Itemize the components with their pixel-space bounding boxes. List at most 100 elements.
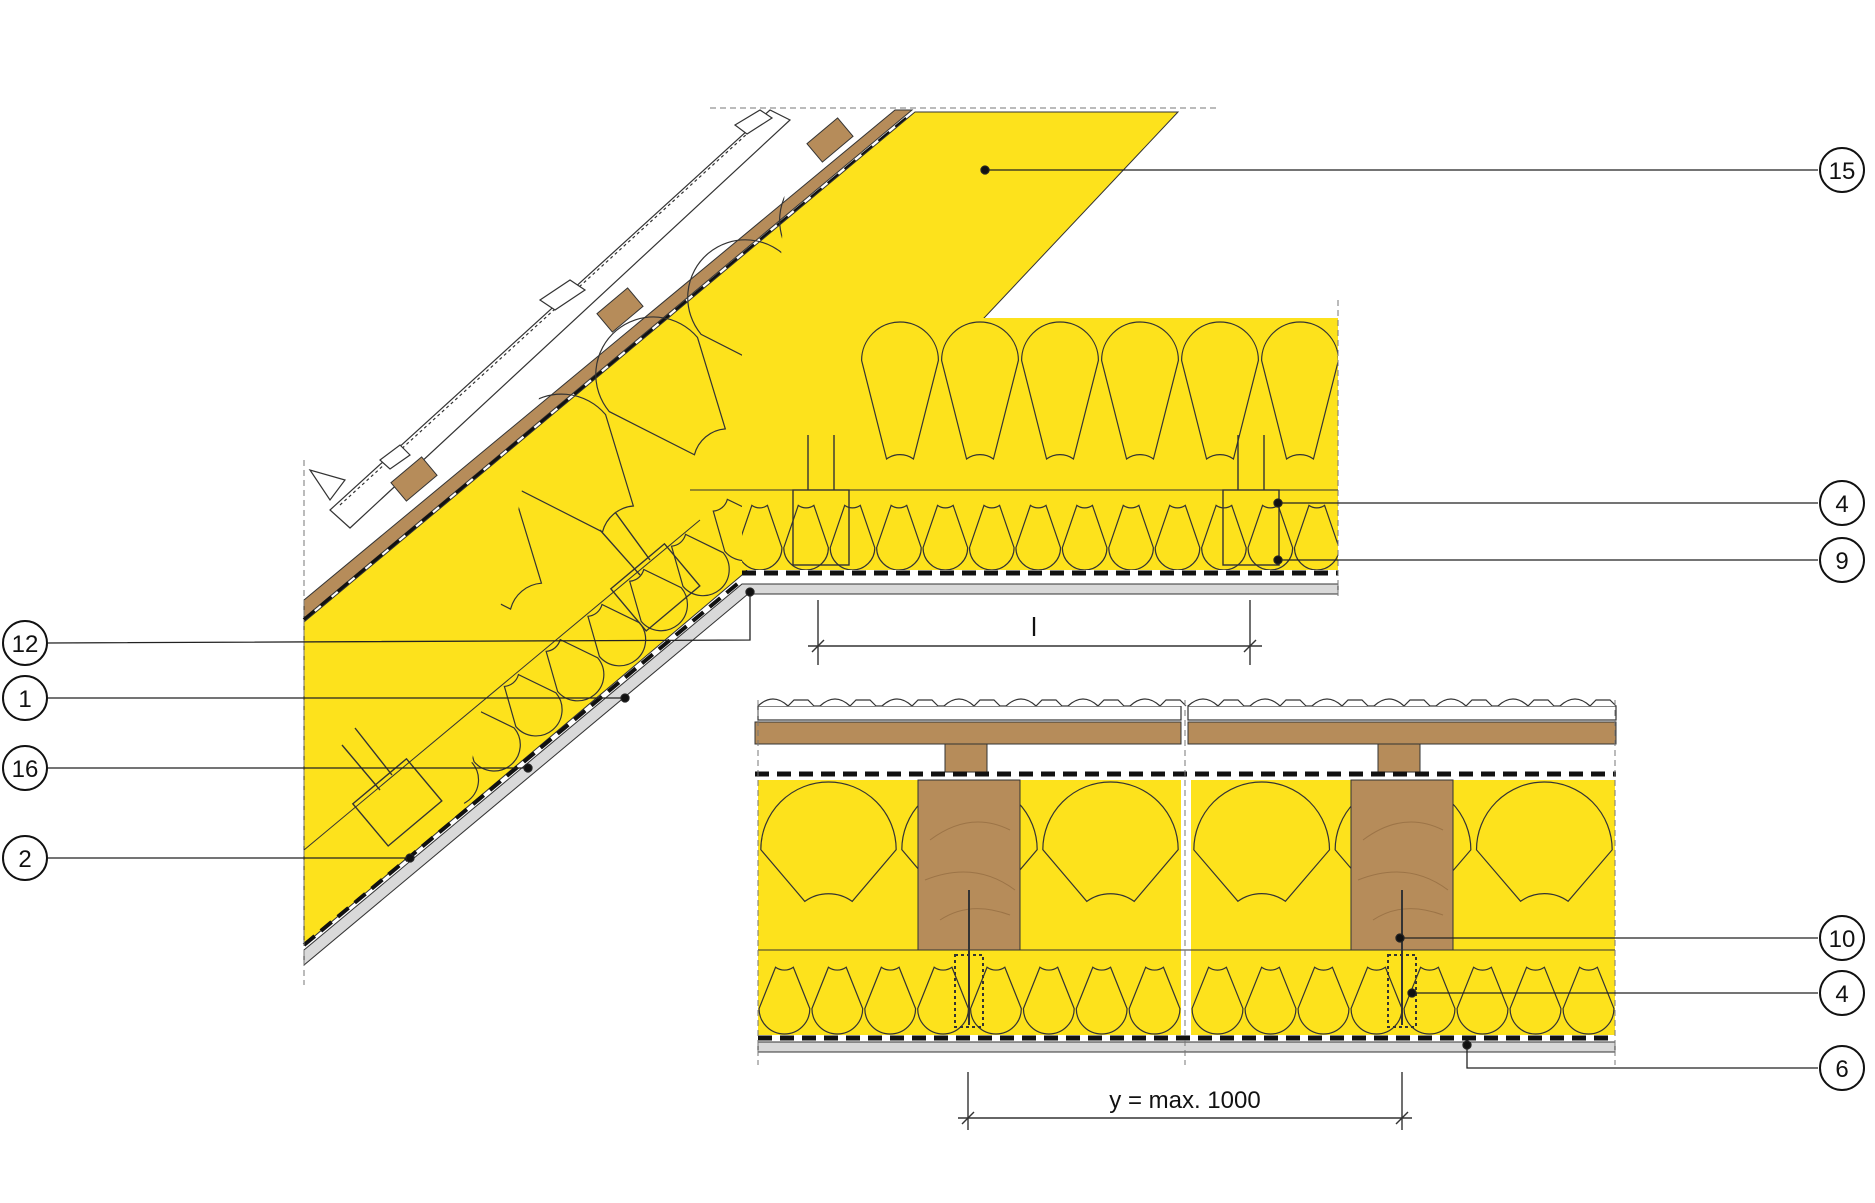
- svg-text:12: 12: [12, 631, 39, 658]
- svg-text:16: 16: [12, 756, 39, 783]
- tile-profile: [1249, 698, 1307, 707]
- callout-12: 12: [2, 620, 48, 666]
- insulation-fiber-loop: [969, 966, 1022, 1035]
- tiles-row: [757, 698, 1617, 721]
- callout-10: 10: [1819, 915, 1865, 961]
- batten-layer-left: [754, 721, 1182, 745]
- hangers-upper: [792, 435, 1280, 566]
- svg-text:1: 1: [18, 686, 31, 713]
- insulation-fiber-loop: [1022, 966, 1075, 1035]
- insulation-fiber-loop: [628, 568, 688, 632]
- insulation-fiber-loop: [829, 504, 876, 570]
- insulation-fiber-loop: [876, 504, 922, 570]
- svg-text:15: 15: [1829, 158, 1856, 185]
- tile-profile: [1005, 698, 1063, 707]
- tile-profile: [819, 698, 877, 707]
- tile-profile: [1373, 698, 1431, 707]
- tile-profile: [1129, 698, 1187, 707]
- insulation-upper: [742, 318, 1338, 570]
- tile-profile: [1497, 698, 1555, 707]
- insulation-fiber-loop: [760, 781, 897, 903]
- plasterboard-detail: [757, 1041, 1616, 1053]
- callout-6: 6: [1819, 1045, 1865, 1091]
- insulation-fiber-loop: [922, 504, 969, 570]
- insulation-fiber-loop: [940, 321, 1020, 460]
- callout-9: 9: [1819, 537, 1865, 583]
- insulation-fiber-loop: [670, 533, 730, 597]
- layer-line-slope: [303, 519, 701, 851]
- insulation-fiber-loop: [1456, 966, 1509, 1035]
- tile-profile: [1067, 698, 1125, 707]
- insulation-fiber-loop: [1020, 321, 1100, 460]
- tile-profile: [1559, 698, 1617, 707]
- dimension-y-label: y = max. 1000: [1109, 1087, 1260, 1114]
- fasteners-detail: [954, 890, 1417, 1028]
- tile-profile: [1187, 698, 1245, 707]
- insulation-fiber-loop: [1128, 966, 1181, 1035]
- insulation-fiber-loop: [742, 504, 783, 570]
- tile-base: [1187, 705, 1617, 721]
- insulation-wave-upper: [742, 321, 1338, 570]
- callout-bubbles: 15 4 9 12 1 16 2 10 4 6: [2, 147, 1865, 1091]
- insulation-fiber-loop: [1061, 504, 1108, 570]
- rafter-right: [1350, 779, 1454, 951]
- insulation-fiber-loop: [1509, 966, 1562, 1035]
- insulation-fiber-loop: [503, 673, 563, 737]
- battens-slope: [390, 117, 854, 502]
- insulation-fiber-loop: [1075, 966, 1128, 1035]
- insulation-fiber-loop: [1180, 321, 1260, 460]
- roof-tiles-slope: [308, 109, 792, 529]
- insulation-fiber-loop: [1100, 321, 1180, 460]
- batten-layer-right: [1187, 721, 1617, 745]
- tile-profile: [1311, 698, 1369, 707]
- insulation-fiber-loop: [860, 321, 940, 460]
- insulation-fiber-loop: [545, 638, 605, 702]
- insulation-fiber-loop: [1193, 781, 1331, 903]
- insulation-fiber-loop: [1015, 504, 1062, 570]
- insulation-fiber-loop: [864, 966, 917, 1035]
- insulation-fiber-loop: [595, 316, 727, 456]
- insulation-fiber-loop: [1108, 504, 1154, 570]
- svg-text:4: 4: [1835, 491, 1848, 518]
- insulation-fiber-loop: [811, 966, 864, 1035]
- callout-4-bottom: 4: [1819, 970, 1865, 1016]
- insulation-fiber-loop: [1042, 781, 1179, 903]
- tile-profile: [943, 698, 1001, 707]
- callout-4-top: 4: [1819, 480, 1865, 526]
- insulation-fiber-loop: [1247, 504, 1294, 570]
- dimension-l-label: l: [1031, 612, 1037, 642]
- callout-1: 1: [2, 675, 48, 721]
- insulation-fiber-loop: [783, 504, 829, 570]
- counter-batten-right: [1377, 743, 1421, 773]
- insulation-fiber-loop: [1201, 504, 1247, 570]
- dimension-y: [958, 1072, 1412, 1130]
- dimension-l: [808, 600, 1262, 665]
- insulation-fiber-loop: [135, 702, 267, 842]
- insulation-fiber-loop: [917, 966, 970, 1035]
- insulation-fiber-loop: [1154, 504, 1201, 570]
- svg-text:10: 10: [1829, 926, 1856, 953]
- insulation-fiber-loop: [1293, 504, 1338, 570]
- callout-2: 2: [2, 835, 48, 881]
- insulation-fiber-loop: [1260, 321, 1338, 460]
- svg-text:6: 6: [1835, 1056, 1848, 1083]
- insulation-fiber-loop: [758, 966, 811, 1035]
- insulation-fiber-loop: [1562, 966, 1615, 1035]
- insulation-fiber-loop: [968, 504, 1015, 570]
- insulation-fiber-loop: [1244, 966, 1297, 1035]
- upper-flat-section: l: [690, 300, 1339, 665]
- tile-profile: [757, 698, 815, 707]
- callout-16: 16: [2, 745, 48, 791]
- callout-15: 15: [1819, 147, 1865, 193]
- insulation-fiber-loop: [1403, 966, 1456, 1035]
- insulation-fiber-loop: [587, 603, 647, 667]
- lower-detail: y = max. 1000: [754, 698, 1617, 1130]
- tile-base: [757, 705, 1182, 721]
- svg-text:9: 9: [1835, 548, 1848, 575]
- tile-profile: [881, 698, 939, 707]
- counter-batten-left: [944, 743, 988, 773]
- callouts: [47, 165, 1818, 1069]
- insulation-fiber-loop: [1297, 966, 1350, 1035]
